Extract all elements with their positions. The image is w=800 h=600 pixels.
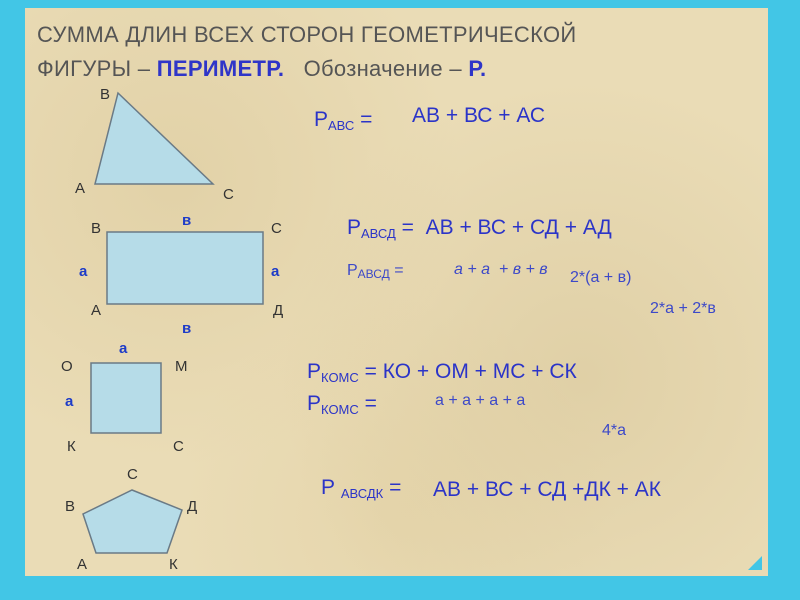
formula-rectangle: РАВСД = АВ + ВС + СД + АД [347,216,612,241]
rectangle-side-bottom: в [182,320,192,337]
equals-sign: = [358,392,377,415]
square-side-left: а [65,393,74,410]
perimeter-symbol: Р [347,262,358,279]
formula-triangle-label: РАВС = [314,108,378,133]
triangle-vertex-c: С [223,186,234,203]
formula-square-result: 4*а [602,422,627,439]
formula-square: РКОМС = КО + ОМ + МС + СК [307,360,577,385]
rectangle-shape [106,231,264,305]
perimeter-symbol: Р [307,392,322,415]
formula-rectangle-sides-label: РАВСД = [347,262,404,281]
rectangle-side-top: в [182,212,192,229]
formula-rectangle-factored: 2*(а + в) [570,269,632,286]
triangle-vertex-a: А [75,180,86,197]
rectangle-vertex-c: С [271,220,282,237]
rectangle-side-right: а [271,263,280,280]
rectangle-vertex-a: А [91,302,102,319]
perimeter-subscript: АВСД [361,226,396,241]
pentagon-shape [82,489,183,554]
formula-rectangle-expanded: 2*а + 2*в [650,300,716,317]
rectangle-vertex-d: Д [273,302,284,319]
perimeter-subscript: АВСД [357,267,390,281]
perimeter-symbol: Р [347,216,362,239]
perimeter-subscript: КОМС [321,370,359,385]
triangle-shape [94,91,215,185]
title-term: ПЕРИМЕТР. [156,56,285,81]
triangle-vertex-b: В [100,86,111,103]
corner-decoration [748,556,762,570]
title-prefix: ФИГУРЫ – [37,56,157,81]
formula-triangle-expression: АВ + ВС + АС [412,104,546,127]
square-vertex-k: К [67,438,76,455]
title-symbol: Р. [468,56,487,81]
rectangle-side-left: а [79,263,88,280]
title-designation: Обозначение – [284,56,469,81]
perimeter-symbol: Р [307,360,322,383]
pentagon-vertex-c: С [127,466,138,483]
perimeter-symbol: Р [321,476,341,499]
equals-sign: = [383,476,402,499]
square-side-top: а [119,340,128,357]
slide: СУММА ДЛИН ВСЕХ СТОРОН ГЕОМЕТРИЧЕСКОЙ ФИ… [25,8,768,576]
pentagon-vertex-k: К [169,556,178,573]
square-shape [90,362,162,434]
perimeter-symbol: Р [314,108,329,131]
formula-pentagon-label: Р АВСДК = [321,476,401,501]
pentagon-vertex-b: В [65,498,76,515]
formula-pentagon-expression: АВ + ВС + СД +ДК + АК [433,478,662,501]
square-vertex-m: М [175,358,188,375]
formula-rectangle-expression: = АВ + ВС + СД + АД [395,216,612,239]
title-line-1: СУММА ДЛИН ВСЕХ СТОРОН ГЕОМЕТРИЧЕСКОЙ [37,22,577,47]
equals-sign: = [354,108,379,131]
formula-square-sides-label: РКОМС = [307,392,377,417]
equals-sign: = [389,262,404,279]
square-vertex-c: С [173,438,184,455]
square-vertex-o: О [61,358,73,375]
perimeter-subscript: АВС [328,118,355,133]
figures-canvas [82,91,264,554]
title-line-2: ФИГУРЫ – ПЕРИМЕТР. Обозначение – Р. [37,56,486,82]
formula-rectangle-sides-expression: а + а + в + в [454,261,548,278]
formula-square-expression: = КО + ОМ + МС + СК [358,360,577,383]
rectangle-vertex-b: В [91,220,102,237]
pentagon-vertex-d: Д [187,498,198,515]
formula-square-sides-expression: а + а + а + а [435,392,526,409]
perimeter-subscript: АВСДК [340,486,384,501]
pentagon-vertex-a: А [77,556,88,573]
perimeter-subscript: КОМС [321,402,359,417]
